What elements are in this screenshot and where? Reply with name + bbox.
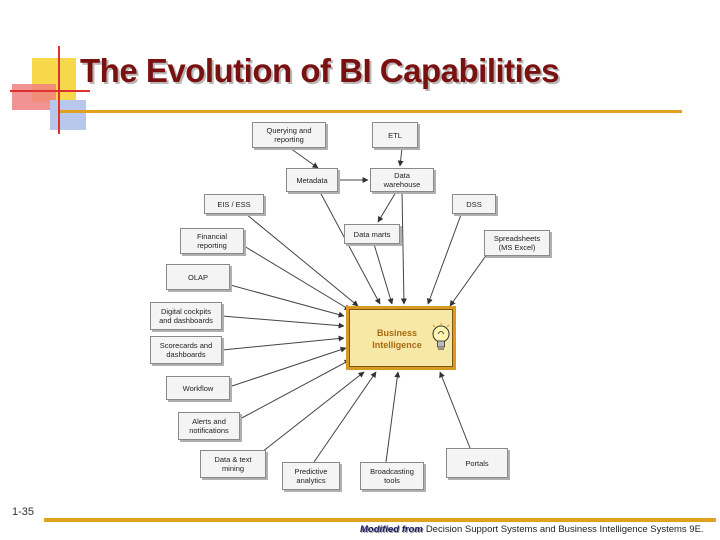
arrow-predictive-bi bbox=[313, 371, 377, 463]
slide-number: 1-35 bbox=[12, 506, 35, 518]
decor-hline bbox=[10, 90, 90, 92]
node-querying-reporting: Querying and reporting bbox=[252, 122, 326, 148]
arrow-financial-bi bbox=[243, 245, 351, 311]
decor-square-pink bbox=[12, 84, 56, 110]
arrow-alerts-bi bbox=[237, 359, 351, 421]
arrow-dwh-datamarts bbox=[377, 191, 397, 223]
arrow-eis-bi bbox=[245, 213, 359, 307]
node-eis-ess: EIS / ESS bbox=[204, 194, 264, 214]
arrow-metadata-bi bbox=[319, 191, 381, 305]
arrow-portals-bi bbox=[439, 371, 471, 449]
node-broadcasting-tools: Broadcasting tools bbox=[360, 462, 424, 490]
node-metadata: Metadata bbox=[286, 168, 338, 192]
arrow-olap-bi bbox=[211, 279, 345, 318]
footer-prefix: Modified from bbox=[360, 524, 423, 535]
node-scorecards: Scorecards and dashboards bbox=[150, 336, 222, 364]
node-olap: OLAP bbox=[166, 264, 230, 290]
footer-rule bbox=[44, 518, 716, 522]
footer-text: Decision Support Systems and Business In… bbox=[425, 524, 704, 535]
slide-title: The Evolution of BI Capabilities bbox=[80, 52, 560, 89]
arrow-workflow-bi bbox=[231, 346, 347, 387]
arrow-broadcasting-bi bbox=[385, 371, 401, 463]
node-digital-cockpits: Digital cockpits and dashboards bbox=[150, 302, 222, 330]
arrow-dss-bi bbox=[427, 211, 463, 305]
arrow-mining-bi bbox=[261, 371, 365, 453]
title-rule bbox=[60, 110, 682, 113]
arrow-etl-dwh bbox=[397, 147, 404, 167]
arrow-dwh-bi bbox=[400, 191, 407, 305]
arrow-scorecards-bi bbox=[221, 335, 345, 351]
node-workflow: Workflow bbox=[166, 376, 230, 400]
node-predictive-analytics: Predictive analytics bbox=[282, 462, 340, 490]
arrow-cockpits-bi bbox=[221, 315, 345, 329]
node-portals: Portals bbox=[446, 448, 508, 478]
business-intelligence-box: Business Intelligence bbox=[346, 306, 456, 370]
node-spreadsheets: Spreadsheets (MS Excel) bbox=[484, 230, 550, 256]
node-financial-reporting: Financial reporting bbox=[180, 228, 244, 254]
lightbulb-icon bbox=[432, 323, 450, 350]
decor-square-blue bbox=[50, 100, 86, 130]
arrow-spreadsheets-bi bbox=[449, 249, 491, 307]
arrow-datamarts-bi bbox=[373, 243, 394, 305]
business-intelligence-label: Business Intelligence bbox=[372, 328, 422, 350]
node-data-text-mining: Data & text mining bbox=[200, 450, 266, 478]
node-dss: DSS bbox=[452, 194, 496, 214]
arrow-querying-metadata bbox=[289, 147, 319, 169]
node-alerts: Alerts and notifications bbox=[178, 412, 240, 440]
node-etl: ETL bbox=[372, 122, 418, 148]
node-data-marts: Data marts bbox=[344, 224, 400, 244]
node-data-warehouse: Data warehouse bbox=[370, 168, 434, 192]
